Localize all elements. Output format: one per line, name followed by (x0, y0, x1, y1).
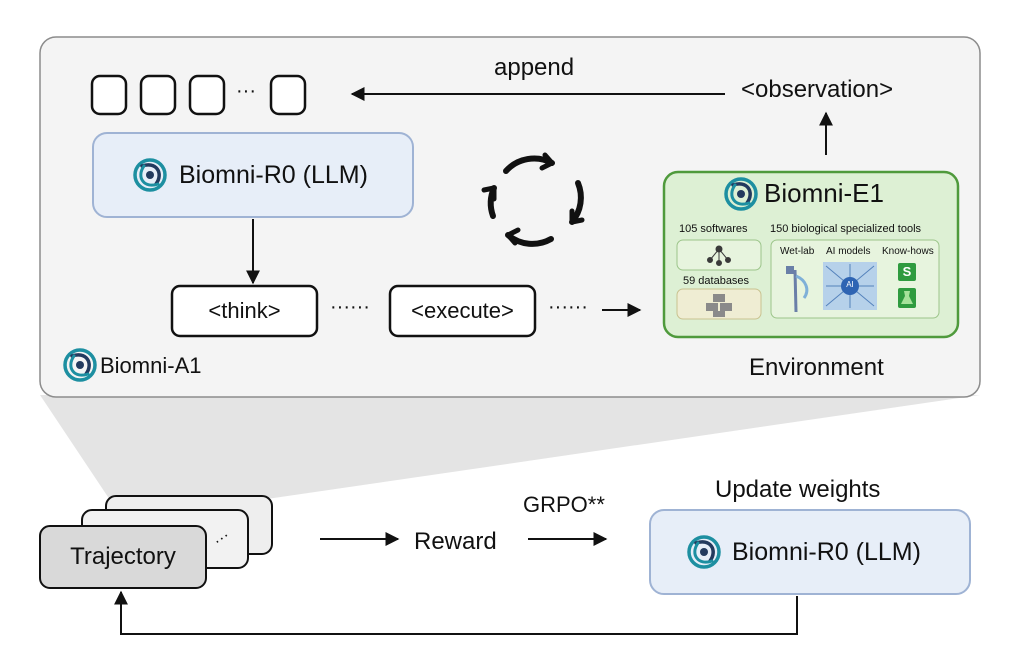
execute-env-dots: ······ (548, 296, 588, 318)
append-label: append (494, 54, 575, 81)
neural-network-icon (823, 262, 877, 310)
think-label: <think> (208, 298, 281, 323)
think-box (170, 284, 319, 338)
biomni-logo-icon (687, 535, 721, 569)
softwares-label: 105 softwares (679, 223, 748, 235)
token-box (90, 74, 128, 116)
ai-chip-label: AI (846, 280, 854, 289)
token-box (188, 74, 226, 116)
databases-panel (676, 288, 762, 320)
environment-title: Biomni-E1 (764, 178, 884, 208)
grpo-label: GRPO** (523, 492, 605, 517)
biomni-logo-icon (133, 158, 167, 192)
think-execute-dots: ······ (330, 296, 370, 318)
network-icon (707, 245, 731, 266)
agent-name-label: Biomni-A1 (100, 353, 202, 378)
pipette-icon (786, 266, 809, 313)
observation-label: <observation> (741, 76, 894, 103)
environment-label: Environment (749, 354, 884, 381)
ai-models-label: AI models (826, 246, 871, 257)
agent-llm-label: Biomni-R0 (LLM) (179, 161, 368, 189)
token-box (269, 74, 307, 116)
flask-icon (898, 288, 916, 308)
feedback-loop-arrow (114, 590, 798, 635)
trajectory-label: Trajectory (70, 543, 176, 570)
trajectory-card-front (39, 525, 207, 589)
token-ellipsis: ··· (236, 80, 256, 102)
token-box (139, 74, 177, 116)
execute-label: <execute> (411, 298, 514, 323)
zoom-shadow (40, 395, 980, 500)
knowhow-badge-label: S (902, 264, 912, 279)
databases-label: 59 databases (683, 275, 750, 287)
biomni-logo-icon (63, 348, 97, 382)
tools-label: 150 biological specialized tools (770, 223, 922, 235)
knowhow-s-badge (898, 263, 916, 281)
reward-label: Reward (414, 528, 497, 555)
agent-llm-box (92, 132, 414, 218)
knowhows-label: Know-hows (882, 246, 934, 257)
update-weights-label: Update weights (715, 476, 881, 503)
database-icon (706, 294, 732, 317)
updated-llm-label: Biomni-R0 (LLM) (732, 538, 921, 566)
updated-llm-box (649, 509, 971, 595)
execute-box (388, 284, 537, 338)
wetlab-label: Wet-lab (780, 246, 815, 257)
token-sequence (90, 74, 307, 116)
biomni-logo-icon (724, 177, 758, 211)
cycle-icon (481, 152, 585, 247)
